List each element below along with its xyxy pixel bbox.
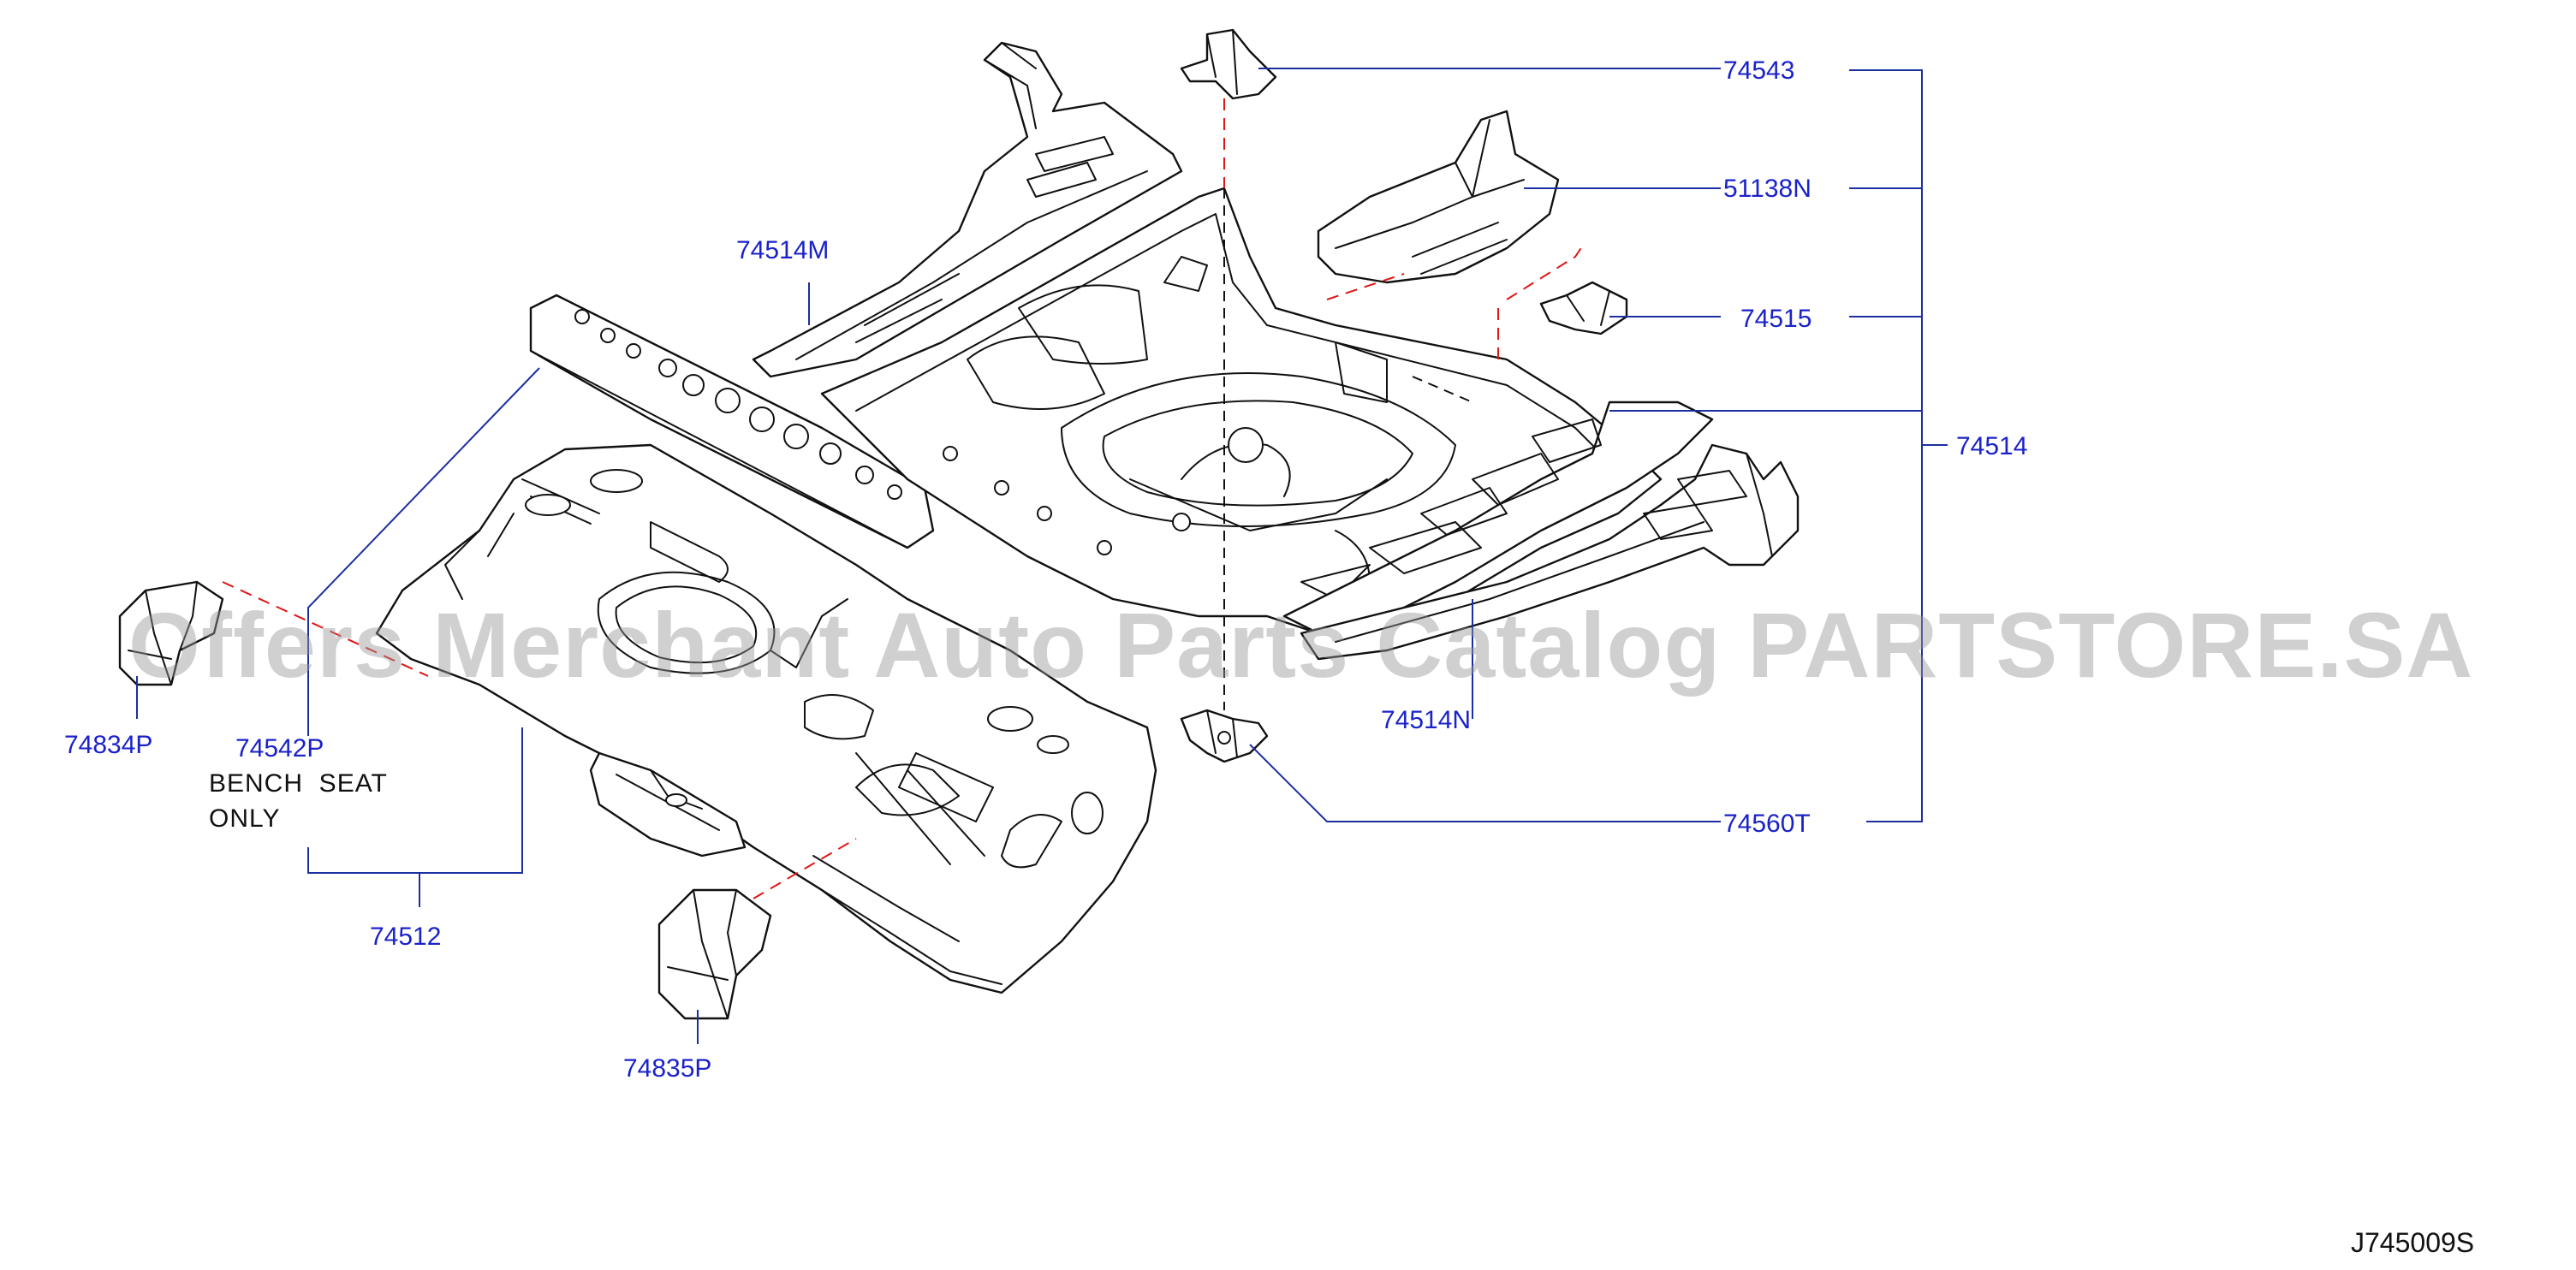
diagram-code: J745009S: [2351, 1227, 2475, 1258]
label-74834P[interactable]: 74834P: [64, 731, 153, 759]
label-74514N[interactable]: 74514N: [1381, 706, 1472, 734]
label-74543[interactable]: 74543: [1723, 56, 1795, 85]
label-51138N[interactable]: 51138N: [1723, 175, 1812, 203]
label-74542P[interactable]: 74542P: [235, 734, 324, 763]
label-74514[interactable]: 74514: [1956, 432, 2028, 460]
part-74543-bracket[interactable]: [1180, 28, 1277, 100]
part-74512-front-floor[interactable]: [375, 443, 1157, 994]
part-cross-member[interactable]: [529, 294, 935, 549]
part-74514N-side-member[interactable]: [1300, 443, 1800, 661]
part-74560T-bracket[interactable]: [1180, 709, 1269, 763]
watermark-text: Offers Merchant Auto Parts Catalog PARTS…: [128, 593, 2474, 697]
part-74835P-extension[interactable]: [657, 888, 772, 1020]
part-74542P-bracket[interactable]: [589, 751, 747, 858]
bench-seat-note: BENCH SEAT ONLY: [209, 769, 388, 833]
label-74835P[interactable]: 74835P: [623, 1054, 712, 1083]
label-74512[interactable]: 74512: [370, 923, 442, 951]
part-74514M-side-member[interactable]: [752, 41, 1183, 378]
part-51138N-cover[interactable]: [1317, 110, 1560, 284]
label-74560T[interactable]: 74560T: [1723, 810, 1811, 838]
label-74514M[interactable]: 74514M: [736, 236, 830, 264]
part-74515-bracket[interactable]: [1539, 281, 1628, 335]
label-74515[interactable]: 74515: [1740, 305, 1812, 333]
leader-lines: [136, 68, 1948, 1044]
guide-lines: [222, 98, 1585, 899]
part-74834P-extension[interactable]: [118, 580, 224, 686]
part-74514-rear-floor[interactable]: [820, 187, 1663, 635]
